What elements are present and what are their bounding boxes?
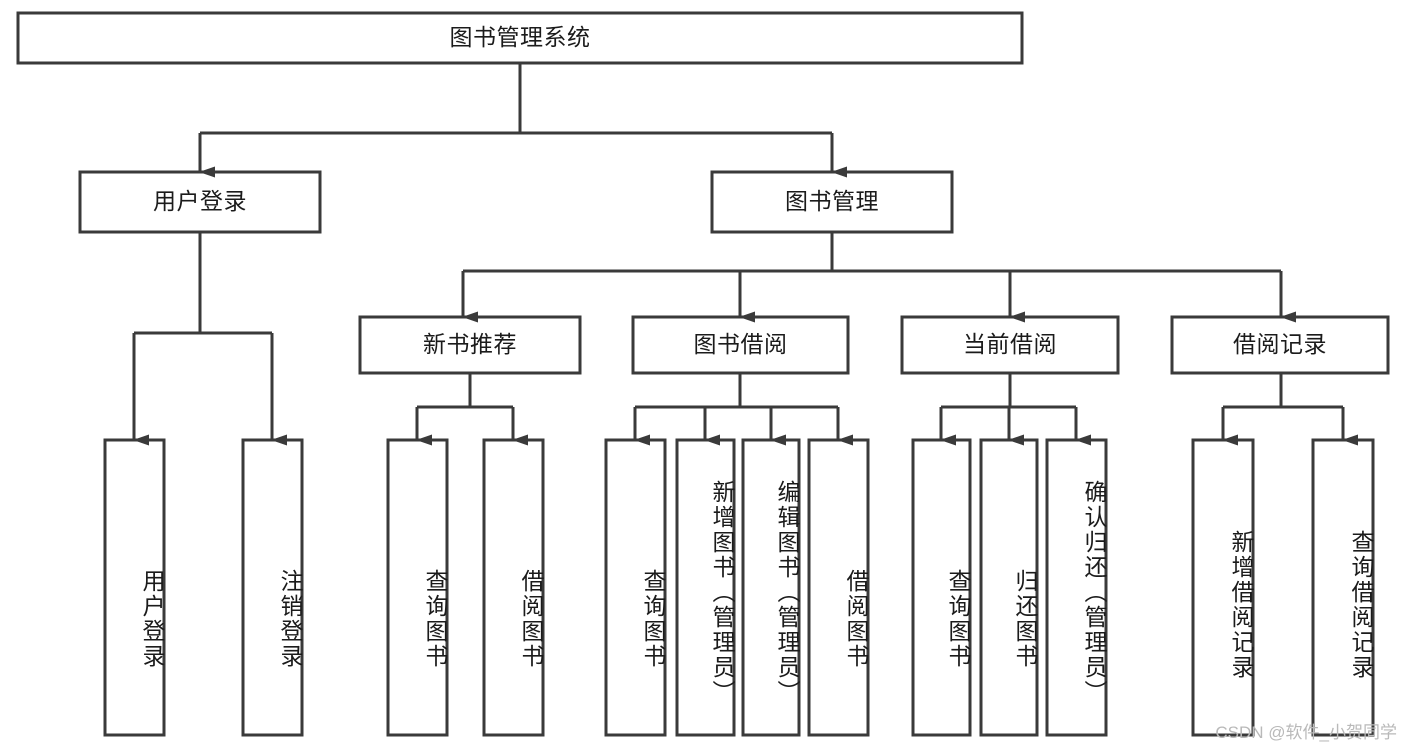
node-box-leaf-add-book: [675, 438, 736, 737]
node-box-leaf-query-book-1: [386, 438, 449, 737]
node-box-borrow-record: [1170, 315, 1390, 375]
node-box-leaf-return-book: [979, 438, 1039, 737]
node-box-leaf-add-record: [1191, 438, 1255, 737]
node-box-leaf-edit-book: [741, 438, 801, 737]
node-box-new-book-recommend: [358, 315, 582, 375]
node-box-root: [16, 11, 1024, 65]
node-box-book-borrow: [631, 315, 850, 375]
node-box-current-borrow: [900, 315, 1120, 375]
node-box-leaf-user-login: [103, 438, 166, 737]
node-box-leaf-query-book-3: [911, 438, 972, 737]
node-box-leaf-query-record: [1311, 438, 1375, 737]
node-box-leaf-borrow-book-1: [482, 438, 545, 737]
node-box-leaf-query-book-2: [604, 438, 667, 737]
node-box-book-management: [710, 170, 954, 234]
node-box-leaf-borrow-book-2: [807, 438, 870, 737]
node-box-leaf-confirm-return: [1045, 438, 1108, 737]
node-box-leaf-user-logout: [241, 438, 304, 737]
watermark-text: CSDN @软件_小贺同学: [1215, 723, 1397, 742]
node-box-user-login: [78, 170, 322, 234]
